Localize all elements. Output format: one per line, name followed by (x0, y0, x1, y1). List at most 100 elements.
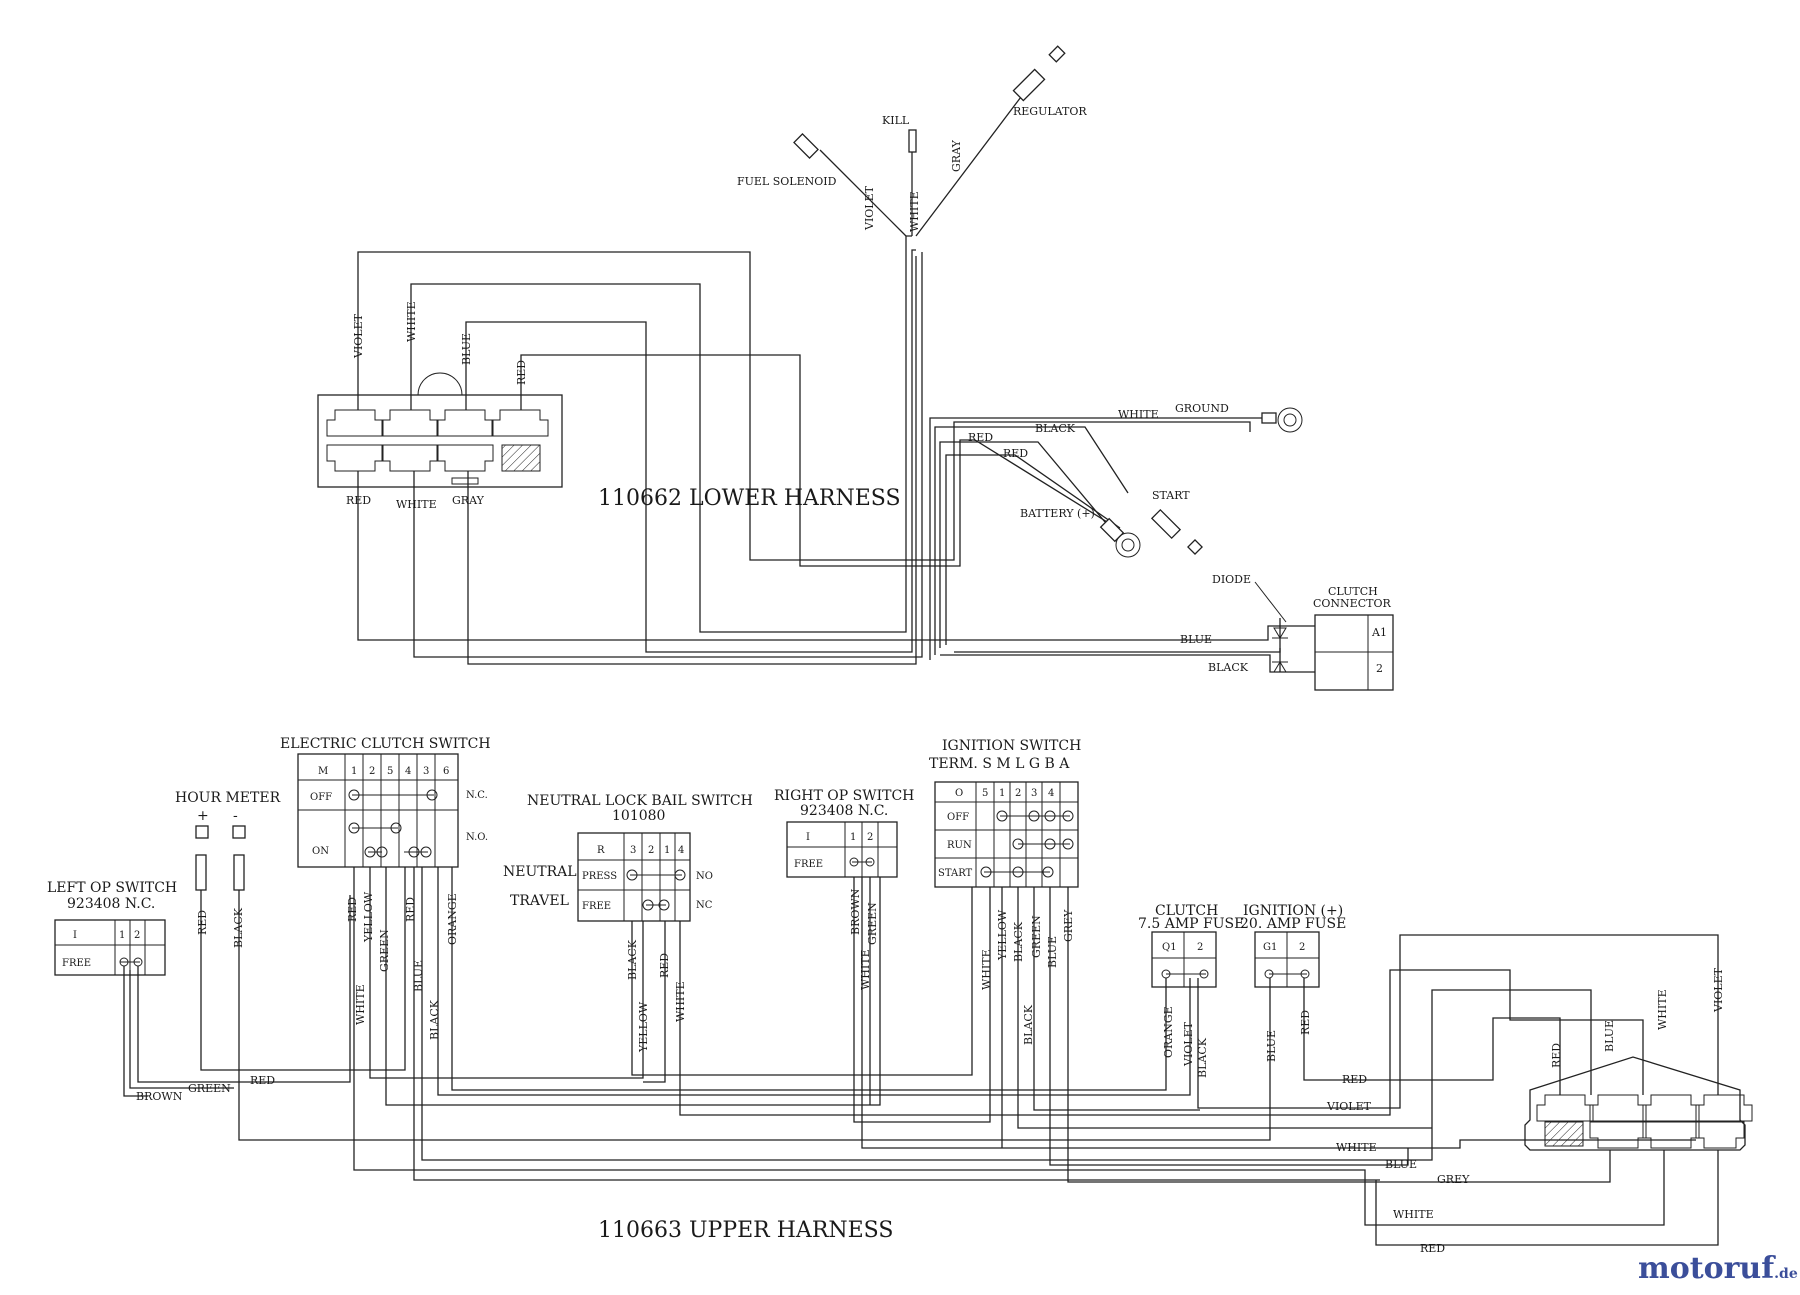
diode (940, 581, 1315, 673)
left-op-col-1: 1 (119, 930, 125, 941)
right-op-col-2: 2 (867, 832, 873, 843)
hour-meter-wire-red: RED (196, 910, 209, 935)
clutch-fuse-col-2: 2 (1197, 942, 1203, 953)
left-op-switch: LEFT OP SWITCH 923408 N.C. I 1 2 FREE (47, 880, 177, 976)
lower-harness-title: 110662 LOWER HARNESS (598, 486, 901, 511)
trunk-white-1: WHITE (1336, 1141, 1377, 1154)
clutch-fuse-wire-violet: VIOLET (1182, 1021, 1195, 1067)
lower-wire-label-gray-bottom: GRAY (452, 494, 485, 507)
nlbs-col-3: 3 (630, 845, 636, 856)
ecs-row-off: OFF (310, 792, 332, 803)
upper-conn-wire-white: WHITE (1656, 989, 1669, 1030)
clutch-fuse-rating: 7.5 AMP FUSE (1138, 916, 1244, 932)
lower-connector (317, 372, 563, 488)
right-op-col-1: 1 (850, 832, 856, 843)
ign-row-start: START (938, 868, 973, 879)
ecs-wire-green: GREEN (378, 929, 391, 972)
ign-wire-white: WHITE (980, 949, 993, 990)
ignition-switch-term: TERM. S M L G B A (929, 756, 1070, 772)
left-op-switch-title: LEFT OP SWITCH (47, 880, 177, 896)
ignition-fuse: IGNITION (+) 20. AMP FUSE G1 2 BLUE RED (1240, 903, 1346, 1062)
clutch-fuse-title: CLUTCH (1155, 903, 1218, 919)
right-op-row-free: FREE (794, 859, 823, 870)
lower-wire-label-red: RED (515, 360, 528, 385)
electric-clutch-switch: ELECTRIC CLUTCH SWITCH M 1 2 5 4 3 6 OFF… (280, 736, 491, 1040)
battery-wire-red2: RED (1003, 447, 1028, 460)
ecs-wire-red2: RED (404, 897, 417, 922)
ecs-nc: N.C. (466, 790, 488, 801)
diode-label: DIODE (1212, 573, 1251, 586)
hour-meter: HOUR METER + - RED BLACK (175, 790, 281, 948)
upper-conn-wire-red: RED (1550, 1043, 1563, 1068)
engine-wire-gray: GRAY (950, 139, 963, 172)
ground-wire-white: WHITE (1118, 408, 1159, 421)
clutch-connector-pin-a1: A1 (1371, 626, 1387, 639)
left-op-col-i: I (73, 930, 77, 941)
nlbs-row-press: PRESS (582, 871, 617, 882)
trunk-brown: BROWN (136, 1090, 183, 1103)
start-terminal (1150, 508, 1203, 555)
clutch-fuse-wire-orange: ORANGE (1162, 1006, 1175, 1058)
nlbs-col-4: 4 (678, 845, 684, 856)
right-op-switch-part: 923408 N.C. (800, 803, 888, 819)
nlbs-neutral: NEUTRAL (503, 864, 577, 880)
ignition-fuse-rating: 20. AMP FUSE (1240, 916, 1346, 932)
ign-row-off: OFF (947, 812, 969, 823)
ign-col-3: 3 (1031, 788, 1037, 799)
lower-wire-label-blue: BLUE (460, 333, 473, 365)
ecs-wire-white: WHITE (354, 984, 367, 1025)
ecs-col-5: 5 (387, 766, 393, 777)
ground-label: GROUND (1175, 402, 1229, 415)
upper-harness: LEFT OP SWITCH 923408 N.C. I 1 2 FREE HO… (47, 736, 1753, 1255)
engine-wire-violet: VIOLET (863, 185, 876, 231)
ecs-col-m: M (318, 766, 328, 777)
right-op-switch: RIGHT OP SWITCH 923408 N.C. I 1 2 FREE B… (774, 788, 914, 990)
nlbs-no: NO (696, 871, 713, 882)
ecs-wire-red: RED (346, 897, 359, 922)
ignition-switch-title: IGNITION SWITCH (942, 738, 1081, 754)
clutch-connector-title-2: CONNECTOR (1313, 597, 1391, 610)
nlbs-travel: TRAVEL (510, 893, 569, 909)
ignition-fuse-col-2: 2 (1299, 942, 1305, 953)
ignition-switch: IGNITION SWITCH TERM. S M L G B A O 5 1 … (929, 738, 1081, 1045)
ecs-col-1: 1 (351, 766, 357, 777)
hour-meter-title: HOUR METER (175, 790, 281, 806)
battery-terminal (1099, 517, 1141, 558)
ecs-no: N.O. (466, 832, 488, 843)
clutch-fuse: CLUTCH 7.5 AMP FUSE Q1 2 ORANGE VIOLET B… (1138, 903, 1244, 1078)
left-op-switch-part: 923408 N.C. (67, 896, 155, 912)
svg-text:motoruf.de: motoruf.de (1638, 1251, 1798, 1286)
ign-col-5: 5 (982, 788, 988, 799)
regulator-label: REGULATOR (1013, 105, 1087, 118)
ign-col-2: 2 (1015, 788, 1021, 799)
lower-harness: 110662 LOWER HARNESS VIOLET WHITE BLUE R… (317, 45, 1394, 691)
lower-wire-label-violet: VIOLET (352, 313, 365, 359)
ign-row-run: RUN (947, 840, 972, 851)
upper-conn-wire-blue: BLUE (1603, 1020, 1616, 1052)
ground-terminal (1261, 407, 1303, 433)
ecs-col-4: 4 (405, 766, 411, 777)
nlbs-nc: NC (696, 900, 713, 911)
clutch-connector-pin-2: 2 (1376, 662, 1383, 675)
kill-label: KILL (882, 114, 910, 127)
electric-clutch-switch-title: ELECTRIC CLUTCH SWITCH (280, 736, 491, 752)
ign-col-4: 4 (1048, 788, 1054, 799)
ign-wire-black2: BLACK (1022, 1004, 1035, 1045)
ecs-col-2: 2 (369, 766, 375, 777)
ecs-col-3: 3 (423, 766, 429, 777)
nlbs-col-r: R (597, 845, 605, 856)
fuel-solenoid-label: FUEL SOLENOID (737, 175, 837, 188)
trunk-red-1: RED (250, 1074, 275, 1087)
clutch-connector-title-1: CLUTCH (1328, 585, 1378, 598)
ign-wire-blue: BLUE (1046, 936, 1059, 968)
engine-leads (793, 45, 1066, 237)
ecs-wire-black: BLACK (428, 999, 441, 1040)
ignition-fuse-col-g1: G1 (1263, 942, 1277, 953)
ign-col-o: O (955, 788, 963, 799)
lower-wire-label-red-bottom: RED (346, 494, 371, 507)
ecs-wire-yellow: YELLOW (362, 891, 375, 943)
ignition-fuse-title: IGNITION (+) (1243, 903, 1343, 919)
ignition-fuse-wire-red: RED (1299, 1010, 1312, 1035)
ignition-fuse-wire-blue: BLUE (1265, 1030, 1278, 1062)
